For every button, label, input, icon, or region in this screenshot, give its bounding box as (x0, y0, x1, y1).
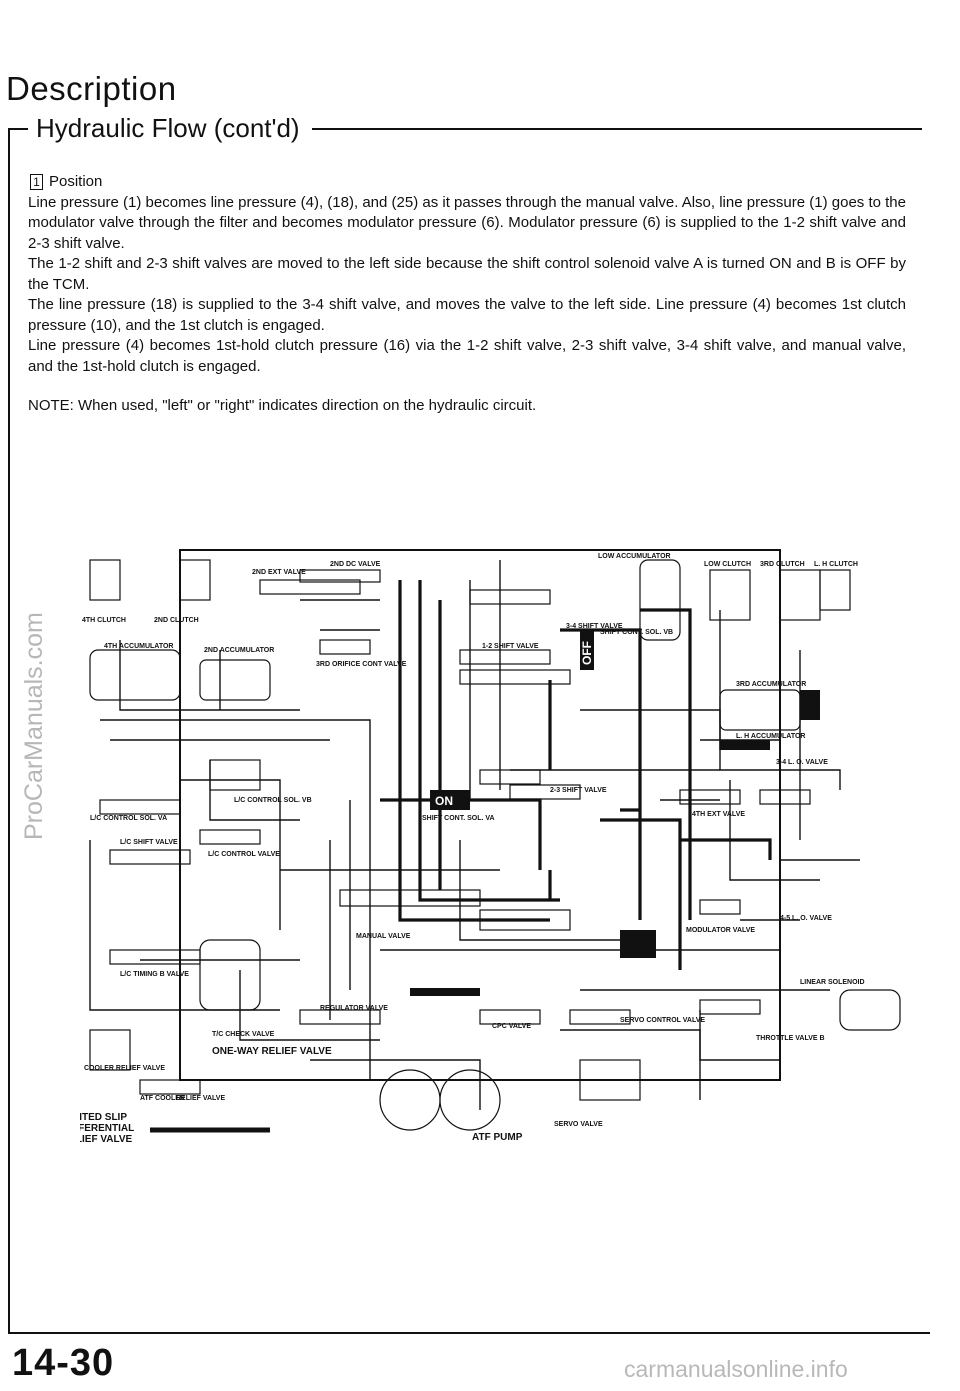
label-lc-control-valve: L/C CONTROL VALVE (208, 851, 280, 858)
label-lsd-line2: DIFFERENTIAL (80, 1123, 134, 1134)
label-4th-accumulator: 4TH ACCUMULATOR (104, 643, 173, 650)
label-linear-solenoid: LINEAR SOLENOID (800, 979, 865, 986)
label-2nd-dc-valve: 2ND DC VALVE (330, 561, 381, 568)
header-rule (312, 128, 922, 130)
hydraulic-circuit-diagram: ON OFF 4TH CLUTCH 2ND CLUTCH 4TH ACCUMUL… (80, 549, 901, 1145)
page-title: Description (6, 70, 177, 107)
label-lh-accumulator: L. H ACCUMULATOR (736, 733, 805, 740)
header-rule-tick (8, 128, 28, 130)
position-heading: 1 Position (30, 172, 906, 193)
section-subtitle: Hydraulic Flow (cont'd) (36, 113, 300, 143)
label-lc-shift-valve: L/C SHIFT VALVE (120, 839, 178, 846)
position-label: Position (49, 173, 103, 190)
label-low-accumulator: LOW ACCUMULATOR (598, 553, 671, 560)
label-lsd-line1: LIMITED SLIP (80, 1112, 127, 1123)
label-3rd-accumulator: 3RD ACCUMULATOR (736, 681, 806, 688)
label-tc-check-valve: T/C CHECK VALVE (212, 1031, 275, 1038)
label-modulator-valve: MODULATOR VALVE (686, 927, 755, 934)
label-3-4-shift-valve: 3-4 SHIFT VALVE (566, 623, 623, 630)
label-4-5-lo-valve: 4-5 L. O. VALVE (780, 915, 832, 922)
page-number: 14-30 (12, 1342, 115, 1384)
label-cooler-relief-valve: COOLER RELIEF VALVE (84, 1065, 165, 1072)
label-cpc-valve: CPC VALVE (492, 1023, 531, 1030)
label-low-clutch: LOW CLUTCH (704, 561, 751, 568)
off-label: OFF (580, 641, 594, 665)
off-indicator (580, 630, 594, 670)
label-regulator-valve: REGULATOR VALVE (320, 1005, 388, 1012)
paragraph-3: The line pressure (18) is supplied to th… (28, 296, 906, 334)
left-margin-rule (8, 128, 10, 1334)
label-shift-sol-va: SHIFT CONT. SOL. VA (422, 815, 495, 822)
label-atf-pump: ATF PUMP (472, 1132, 523, 1143)
label-1-2-shift-valve: 1-2 SHIFT VALVE (482, 643, 539, 650)
label-lc-control-sol-vb: L/C CONTROL SOL. VB (234, 797, 312, 804)
label-throttle-valve-b: THROTTLE VALVE B (756, 1035, 825, 1042)
label-shift-sol-vb: SHIFT CONT. SOL. VB (600, 629, 673, 636)
label-lh-clutch: L. H CLUTCH (814, 561, 858, 568)
label-2nd-ext-valve: 2ND EXT VALVE (252, 569, 306, 576)
label-atf-cooler: ATF COOLER (140, 1095, 185, 1102)
label-4th-clutch: 4TH CLUTCH (82, 617, 126, 624)
label-3rd-clutch: 3RD CLUTCH (760, 561, 805, 568)
note: NOTE: When used, "left" or "right" indic… (28, 397, 537, 414)
label-lsd-line3: RELIEF VALVE (80, 1134, 133, 1145)
on-label: ON (435, 794, 453, 808)
label-2nd-accumulator: 2ND ACCUMULATOR (204, 647, 274, 654)
position-number-box: 1 (30, 174, 43, 191)
paragraph-4: Line pressure (4) becomes 1st-hold clutc… (28, 337, 906, 375)
paragraph-2: The 1-2 shift and 2-3 shift valves are m… (28, 255, 906, 293)
label-relief-valve: RELIEF VALVE (176, 1095, 225, 1102)
label-lc-control-sol-va: L/C CONTROL SOL. VA (90, 815, 167, 822)
label-2nd-clutch: 2ND CLUTCH (154, 617, 199, 624)
label-2-3-shift-valve: 2-3 SHIFT VALVE (550, 787, 607, 794)
watermark-side: ProCarManuals.com (20, 612, 48, 840)
body-text: 1 Position Line pressure (1) becomes lin… (28, 172, 906, 417)
label-manual-valve: MANUAL VALVE (356, 933, 411, 940)
footer-rule (8, 1332, 930, 1334)
label-one-way-relief-valve: ONE-WAY RELIEF VALVE (212, 1046, 332, 1057)
on-indicator (430, 790, 470, 810)
label-3rd-orifice: 3RD ORIFICE CONT VALVE (316, 661, 407, 668)
label-lc-timing-valve: L/C TIMING B VALVE (120, 971, 189, 978)
watermark-bottom: carmanualsonline.info (624, 1356, 848, 1382)
label-servo-control-valve: SERVO CONTROL VALVE (620, 1017, 705, 1024)
label-servo-valve: SERVO VALVE (554, 1121, 603, 1128)
label-3-4-lo-valve: 3-4 L. O. VALVE (776, 759, 828, 766)
label-4th-ext-valve: 4TH EXT VALVE (692, 811, 745, 818)
paragraph-1: Line pressure (1) becomes line pressure … (28, 193, 906, 252)
